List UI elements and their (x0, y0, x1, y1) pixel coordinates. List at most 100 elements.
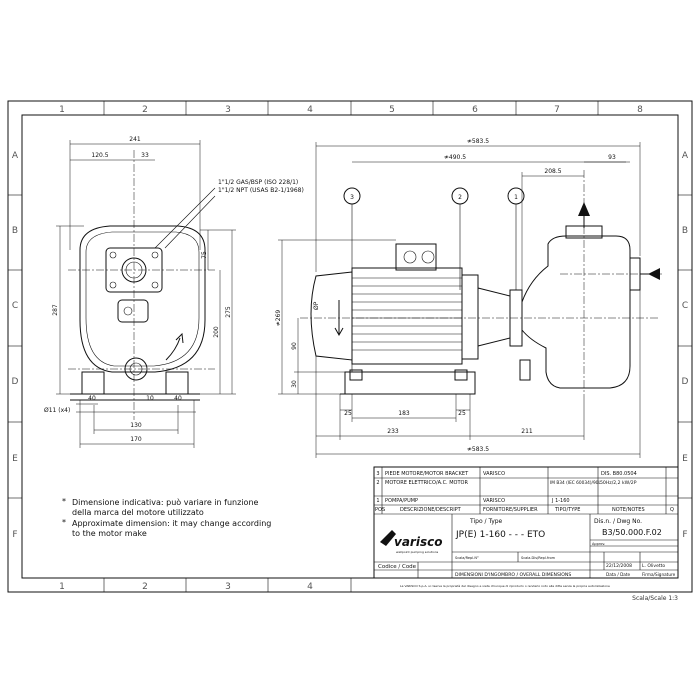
scala-label-2: Scala.Dis/Repl.from (521, 556, 556, 560)
parts-desc: POMPA/PUMP (385, 498, 418, 504)
legal-notice: La VARISCO S.p.A. si riserva la propriet… (400, 584, 610, 588)
note-mark: * (62, 497, 66, 506)
parts-supplier: VARISCO (483, 498, 505, 504)
side-view: ØP 3 2 1 ≉583.5 ≉490.5 (275, 138, 662, 458)
dim-overall-583-bottom: ≉583.5 (467, 446, 489, 453)
dim-93: 93 (608, 154, 616, 161)
varisco-logo-mark (380, 530, 396, 546)
author-value: L. Olivetto (642, 563, 665, 569)
codice-label: Codice / Code (378, 564, 417, 570)
col-label: 4 (307, 582, 313, 592)
dim-base-40-left: 40 (88, 395, 96, 402)
parts-type: IM B34 (IEC 60034)/90L (550, 480, 601, 486)
col-label: 8 (637, 105, 643, 115)
header-q: Q (670, 507, 674, 513)
col-label: 6 (472, 105, 478, 115)
balloon-2: 2 (458, 194, 462, 201)
row-label: B (12, 226, 18, 236)
row-label: C (682, 301, 688, 311)
notes: * Dimensione indicativa: può variare in … (62, 497, 271, 538)
dim-overall-width: 241 (129, 136, 141, 143)
row-ticks (8, 194, 692, 499)
balloon-1: 1 (514, 194, 518, 201)
header-desc: DESCRIZIONE/DESCRIPT (400, 507, 462, 513)
varisco-logo: varisco (394, 535, 442, 549)
outer-frame (7, 100, 693, 593)
note-mark: * (62, 518, 66, 527)
header-note: NOTE/NOTES (612, 507, 645, 513)
tipo-value: JP(E) 1-160 - - - ETO (455, 530, 545, 540)
note-line: Dimensione indicativa: può variare in fu… (72, 497, 259, 507)
row-label: E (12, 454, 18, 464)
motor-label: ØP (313, 301, 320, 310)
dim-base-233: 233 (387, 428, 399, 435)
date-value: 22/12/2008 (606, 563, 632, 569)
dim-base-10: 10 (146, 395, 154, 402)
dim-overall-583-top: ≉583.5 (467, 138, 489, 145)
port-label-gas: 1"1/2 GAS/BSP (ISO 228/1) (218, 179, 298, 186)
col-label: 3 (225, 582, 231, 592)
inner-frame (21, 114, 679, 579)
col-label: 5 (389, 105, 395, 115)
balloon-3: 3 (350, 194, 354, 201)
row-label: A (12, 151, 19, 161)
dim-base-25-right: 25 (458, 410, 466, 417)
row-label: B (682, 226, 688, 236)
motor-end-cap (310, 271, 353, 361)
scale-label: Scala/Scale 1:3 (632, 595, 678, 602)
column-ticks (103, 101, 599, 592)
parts-pos: 1 (376, 498, 379, 504)
dim-height-275: 275 (225, 306, 232, 318)
header-pos: POS (375, 507, 385, 513)
col-label: 1 (59, 105, 65, 115)
column-labels-bottom: 1 2 3 4 (59, 582, 313, 592)
dim-90: 90 (291, 342, 298, 350)
tipo-label: Tipo / Type (469, 518, 503, 525)
terminal-box (395, 243, 437, 271)
motor-bracket (477, 287, 511, 347)
col-label: 1 (59, 582, 65, 592)
parts-desc: MOTORE ELETTRICO/A.C. MOTOR (385, 480, 468, 486)
inlet-arrow (648, 268, 660, 280)
drain-plug (117, 299, 149, 323)
dim-height-287: 287 (52, 304, 59, 316)
note-line: Approximate dimension: it may change acc… (72, 519, 271, 528)
col-label: 2 (142, 105, 148, 115)
pump-casing-side (521, 235, 631, 389)
sign-label: Firma/Signature (642, 572, 676, 577)
row-label: F (12, 530, 17, 540)
column-labels-top: 1 2 3 4 5 6 7 8 (59, 105, 643, 115)
dim-208: 208.5 (544, 168, 561, 175)
title-block: 3 PIEDE MOTORE/MOTOR BRACKET VARISCO DIS… (373, 466, 679, 588)
dim-base-25-left: 25 (344, 410, 352, 417)
dim-base-130: 130 (130, 422, 142, 429)
parts-desc: PIEDE MOTORE/MOTOR BRACKET (385, 471, 469, 477)
dim-left-offset: 120.5 (91, 152, 108, 159)
col-label: 7 (554, 105, 560, 115)
dim-port-width: 33 (141, 152, 149, 159)
parts-type: J 1-160 (551, 498, 570, 504)
parts-pos: 3 (376, 471, 379, 477)
col-label: 4 (307, 105, 313, 115)
varisco-tagline: wellpoint pumping solutions (396, 550, 439, 554)
parts-supplier: VARISCO (483, 471, 505, 477)
dim-30: 30 (291, 380, 298, 388)
dim-base-40-right: 40 (174, 395, 182, 402)
row-label: D (682, 377, 689, 387)
hole-diameter: Ø11 (x4) (44, 407, 70, 414)
col-label: 2 (142, 582, 148, 592)
parts-note: DIS. B80.0504 (601, 471, 637, 477)
dim-height-75: 75 (201, 251, 208, 259)
header-supplier: FORNITORE/SUPPLIER (483, 507, 538, 513)
row-label: F (682, 530, 687, 540)
front-view: 241 120.5 33 1"1/2 GAS/BSP (ISO 228/1) 1… (44, 136, 304, 448)
row-label: A (682, 151, 689, 161)
motor-body (351, 267, 463, 365)
dis-label: Dis.n. / Dwg No. (594, 518, 642, 525)
scala-label-1: Scala/Repl.N° (455, 556, 479, 560)
header-type: TIPO/TYPE (554, 507, 580, 513)
row-labels: A B C D E F A B C D E F (12, 151, 689, 540)
date-label: Data / Date (606, 572, 631, 577)
pump-body-front (79, 225, 206, 373)
